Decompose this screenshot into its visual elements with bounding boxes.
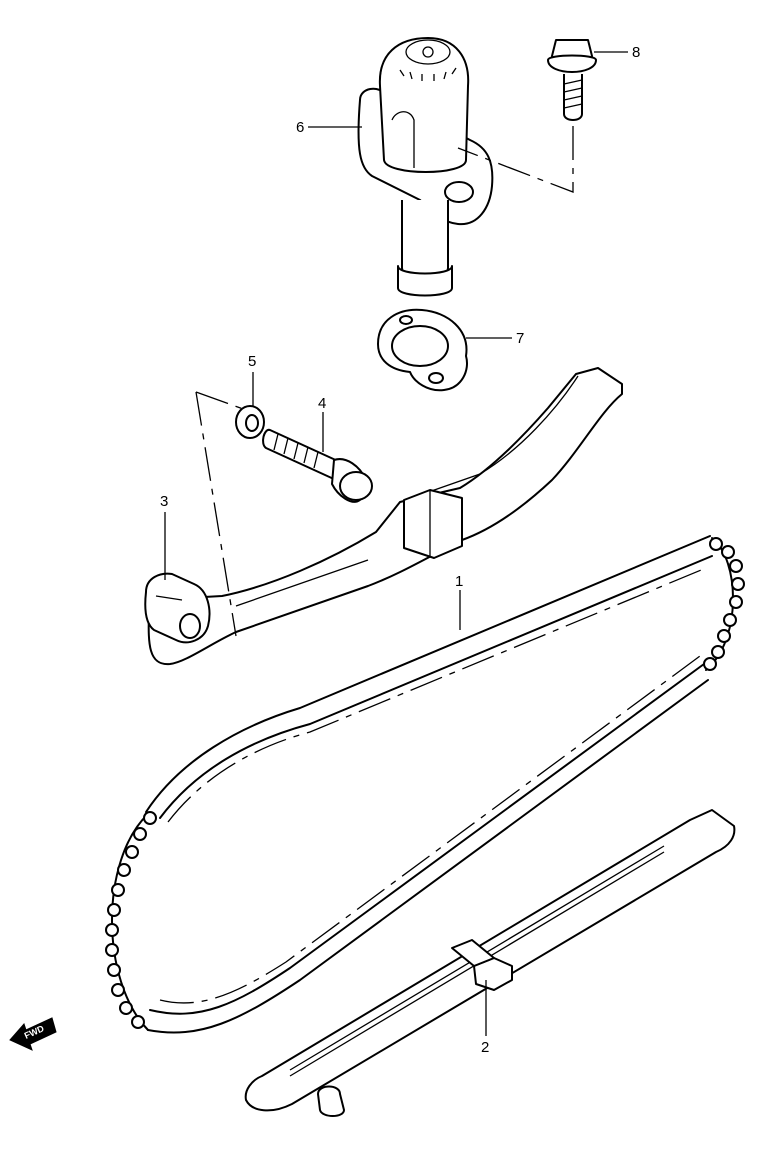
part-5-washer [235, 405, 265, 439]
bolt-8-install-line [457, 126, 574, 193]
part-6-chain-tensioner [357, 37, 494, 297]
callout-7: 7 [516, 330, 524, 347]
chain-rollers-right [703, 537, 745, 671]
part-4-pivot-bolt [262, 428, 373, 503]
bolt-4-install-line-b [195, 391, 247, 411]
callout-8: 8 [632, 44, 640, 61]
part-7-gasket [377, 308, 468, 392]
callout-2: 2 [481, 1039, 489, 1056]
callout-3: 3 [160, 493, 168, 510]
callout-6: 6 [296, 119, 304, 136]
part-8-bolt [547, 39, 597, 121]
fwd-arrow-icon: FWD [9, 1017, 57, 1051]
bolt-4-install-line-a [195, 391, 237, 637]
callout-5: 5 [248, 353, 256, 370]
part-3-tension-guide [144, 367, 623, 666]
callout-4: 4 [318, 395, 326, 412]
chain-rollers-left [105, 811, 157, 1029]
part-2-chain-guide [244, 809, 736, 1117]
callout-1: 1 [455, 573, 463, 590]
part-1-cam-chain [105, 535, 745, 1034]
